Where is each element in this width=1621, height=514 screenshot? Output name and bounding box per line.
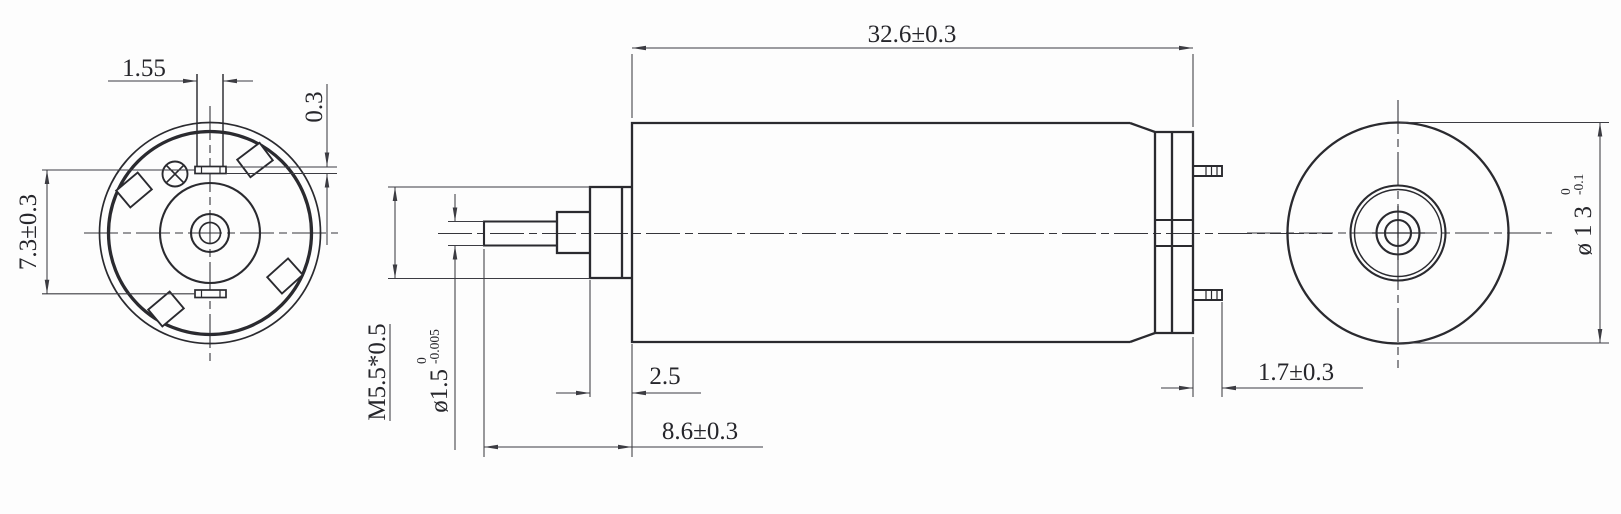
rear-center-cross <box>1372 206 1425 260</box>
front-view-dimensions: 1.55 0.3 7.3±0.3 <box>15 55 337 295</box>
threaded-collar-outline <box>588 185 632 280</box>
dim-body-diameter-main: ø13 <box>1570 200 1597 256</box>
dim-body-length: 32.6±0.3 <box>868 21 957 48</box>
terminals <box>1193 165 1223 301</box>
rear-view-dimensions: ø13 0 -0.1 <box>1400 121 1609 344</box>
front-outer-rim-circle <box>98 121 322 345</box>
front-hub-circle <box>189 212 231 254</box>
dim-shaft-diameter: ø1.5 0 -0.005 <box>414 329 453 413</box>
dim-shaft-diameter-tol-upper: 0 <box>414 357 429 364</box>
dim-terminal-length: 1.7±0.3 <box>1258 359 1334 386</box>
front-shaft-hole-circle <box>198 221 222 245</box>
side-view <box>438 121 1332 344</box>
top-tab-strip <box>194 165 227 175</box>
rear-bearing-circle <box>1375 210 1421 256</box>
dim-collar-length: 2.5 <box>649 363 680 390</box>
top-tab-edges <box>196 74 224 166</box>
dim-body-diameter: ø13 0 -0.1 <box>1558 174 1597 256</box>
magnet-clip <box>265 257 305 295</box>
rear-view <box>1247 100 1552 368</box>
front-housing-circle <box>106 129 314 337</box>
dim-shaft-extension: 8.6±0.3 <box>662 418 738 445</box>
dim-shaft-diameter-tol-lower: -0.005 <box>427 329 442 364</box>
rear-outer-circle <box>1286 121 1510 345</box>
tab-thickness-extensions <box>226 166 337 175</box>
magnet-clip <box>235 141 275 179</box>
rear-shaft-end-circle <box>1383 218 1413 248</box>
front-view-centerlines <box>84 106 338 362</box>
dim-body-diameter-tol-upper: 0 <box>1558 188 1573 195</box>
front-view <box>84 74 338 362</box>
dim-thread-spec: M5.5*0.5 <box>364 323 391 420</box>
front-inner-face-circle <box>158 181 262 285</box>
terminal-length-extensions <box>1192 302 1223 397</box>
terminal-crimp-ticks <box>1205 166 1218 300</box>
body-length-extensions <box>631 54 1194 127</box>
body-dia-extensions <box>1400 121 1609 344</box>
motor-body-outline <box>630 121 1195 344</box>
rear-boss-inner-circle <box>1353 188 1443 278</box>
dim-tab-span: 7.3±0.3 <box>15 194 42 270</box>
magnet-clip <box>114 171 154 209</box>
terminal-top <box>1193 165 1223 177</box>
tab-strip-ticks <box>200 166 221 298</box>
bottom-tab-strip <box>194 289 227 299</box>
front-boss-outline <box>555 210 590 255</box>
shaft-outline <box>482 220 557 247</box>
side-view-dimensions: 32.6±0.3 M5.5*0.5 ø1.5 0 -0.005 2.5 8.6±… <box>364 21 1363 457</box>
shaft-extension-extensions <box>483 249 763 457</box>
front-magnet-clips <box>114 141 305 328</box>
tab-span-extensions <box>42 169 195 295</box>
thread-extensions <box>388 186 590 421</box>
front-screw <box>161 160 189 188</box>
rear-bearing-boss <box>1156 219 1193 247</box>
dim-shaft-diameter-main: ø1.5 <box>426 369 453 413</box>
dim-tab-thickness: 0.3 <box>301 91 328 122</box>
rear-boss-outer-circle <box>1349 184 1447 282</box>
dim-body-diameter-tol-lower: -0.1 <box>1571 174 1586 195</box>
magnet-clip <box>146 290 186 328</box>
dim-tab-width: 1.55 <box>122 55 166 82</box>
terminal-bottom <box>1193 289 1223 301</box>
screw-cross-slot <box>165 164 185 184</box>
